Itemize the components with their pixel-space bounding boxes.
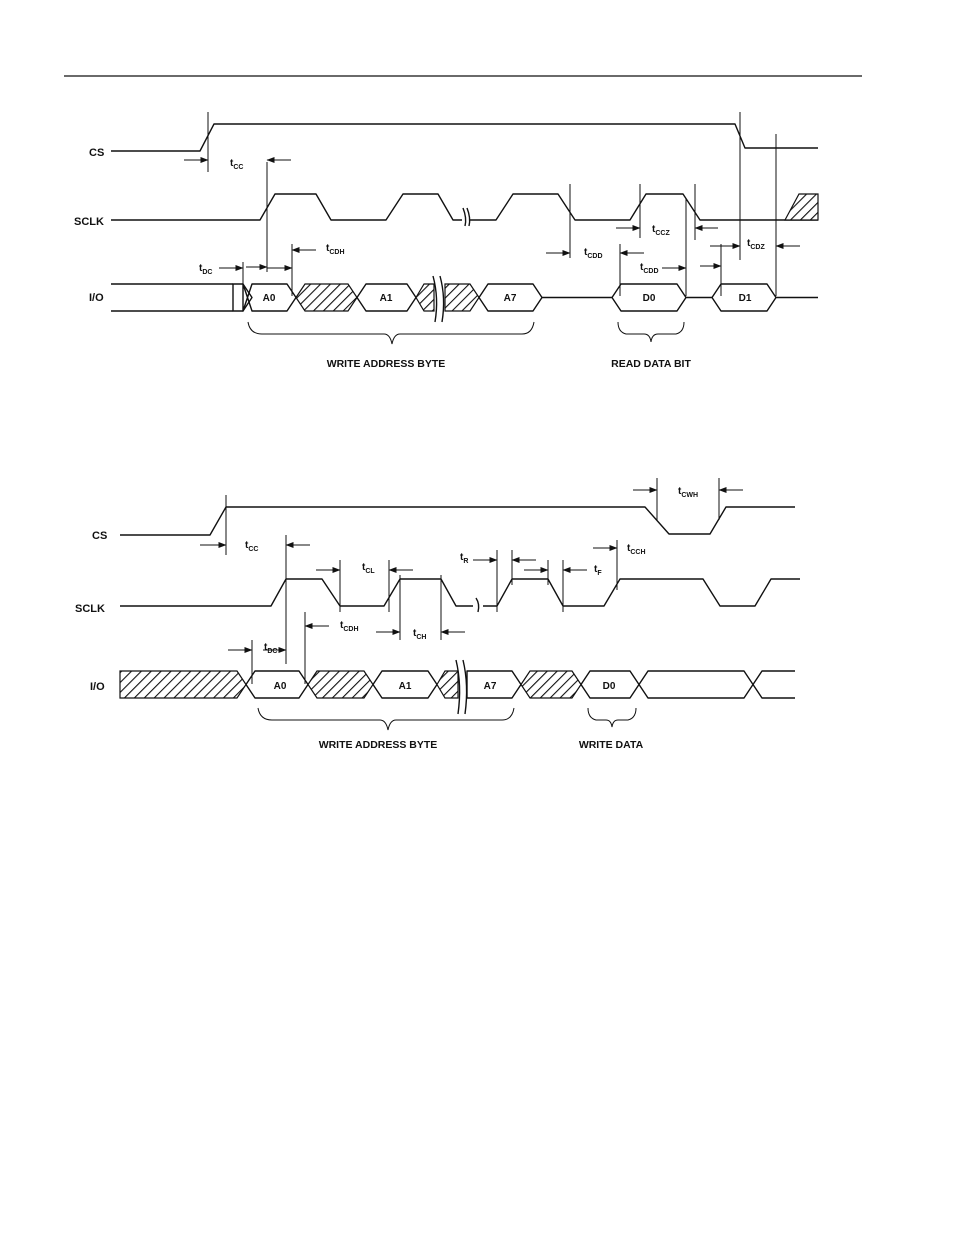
io-dont-care-1	[308, 671, 373, 698]
io-dont-care-2	[416, 284, 434, 311]
io-tail-bottom	[753, 685, 795, 699]
cs-waveform	[111, 124, 818, 151]
io-dont-care-0	[120, 671, 246, 698]
io-dont-care-2	[437, 671, 458, 698]
tch-label: tCH	[413, 628, 426, 641]
tcwh-label: tCWH	[678, 486, 698, 499]
tcc-label: tCC	[230, 158, 243, 171]
tccz-label: tCCZ	[652, 224, 670, 237]
tcdh-label: tCDH	[326, 243, 345, 256]
tcdh-label: tCDH	[340, 620, 359, 633]
write-address-brace	[248, 322, 534, 344]
a1-label: A1	[399, 681, 412, 692]
sclk-waveform-cont	[483, 579, 800, 606]
sclk-waveform-cont	[470, 194, 818, 220]
tcch-label: tCCH	[627, 543, 646, 556]
io-dont-care-3	[521, 671, 581, 698]
tcc-label: tCC	[245, 540, 258, 553]
io-label: I/O	[89, 292, 104, 304]
tdc-label: tDC	[199, 263, 212, 276]
tr-label: tR	[460, 552, 468, 565]
cs-label: CS	[92, 530, 107, 542]
read-timing-diagram: CS SCLK I/O A0 A1 A7 D0 D1	[74, 112, 818, 370]
write-address-caption: WRITE ADDRESS BYTE	[319, 739, 438, 751]
a0-label: A0	[263, 293, 276, 304]
sclk-label: SCLK	[74, 216, 104, 228]
tcdd2-label: tCDD	[640, 262, 659, 275]
sclk-waveform	[120, 579, 473, 606]
write-data-brace	[588, 708, 636, 727]
write-address-caption: WRITE ADDRESS BYTE	[327, 358, 446, 370]
sclk-break-mark	[476, 598, 479, 612]
cs-label: CS	[89, 147, 104, 159]
d0-label: D0	[603, 681, 616, 692]
io-data-cont	[639, 671, 753, 698]
io-dont-care-3	[445, 284, 479, 311]
tcl-label: tCL	[362, 562, 375, 575]
a1-label: A1	[380, 293, 393, 304]
cs-waveform	[120, 507, 795, 535]
io-label: I/O	[90, 681, 105, 693]
write-address-brace	[258, 708, 514, 730]
tdc-label: tDC	[264, 642, 277, 655]
tf-label: tF	[594, 564, 602, 577]
read-data-caption: READ DATA BIT	[611, 358, 691, 370]
a7-label: A7	[504, 293, 517, 304]
write-timing-diagram: CS SCLK I/O A0 A1 A7 D0	[75, 478, 800, 751]
sclk-break-mark	[463, 208, 470, 226]
sclk-dont-care	[785, 194, 818, 220]
d1-label: D1	[739, 293, 752, 304]
a7-label: A7	[484, 681, 497, 692]
d0-label: D0	[643, 293, 656, 304]
tcdd1-label: tCDD	[584, 247, 603, 260]
io-dont-care-1	[296, 284, 357, 311]
write-data-caption: WRITE DATA	[579, 739, 644, 751]
sclk-waveform	[111, 194, 462, 220]
a0-label: A0	[274, 681, 287, 692]
tcdz-label: tCDZ	[747, 238, 765, 251]
read-data-brace	[618, 322, 684, 342]
sclk-label: SCLK	[75, 603, 105, 615]
io-tail-top	[753, 671, 795, 685]
